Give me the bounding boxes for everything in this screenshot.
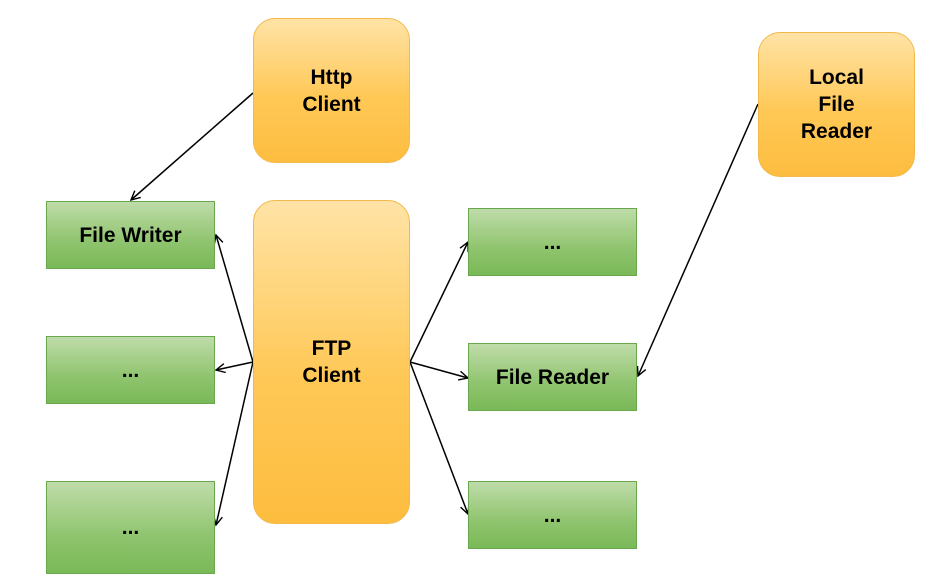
local-file-reader-label: Local File Reader xyxy=(800,66,873,143)
edge-ftp-client-to-left-mid xyxy=(214,361,254,374)
right-bottom-label: ... xyxy=(543,503,562,527)
http-client-node[interactable]: Http Client xyxy=(253,18,410,163)
edge-ftp-client-to-right-top xyxy=(409,240,469,363)
ftp-client-node[interactable]: FTP Client xyxy=(253,200,410,524)
ftp-client-label: FTP Client xyxy=(302,337,361,387)
file-reader-label: File Reader xyxy=(495,365,610,389)
file-writer-node[interactable]: File Writer xyxy=(46,201,215,269)
file-reader-node[interactable]: File Reader xyxy=(468,343,637,411)
edge-local-file-reader-to-file-reader xyxy=(636,103,759,378)
left-bottom-node[interactable]: ... xyxy=(46,481,215,574)
right-bottom-node[interactable]: ... xyxy=(468,481,637,549)
edge-ftp-client-to-left-bottom xyxy=(212,361,254,527)
file-writer-label: File Writer xyxy=(79,223,182,247)
edge-ftp-client-to-file-writer xyxy=(213,233,254,363)
right-top-node[interactable]: ... xyxy=(468,208,637,276)
edge-ftp-client-to-file-reader xyxy=(409,361,470,381)
local-file-reader-node[interactable]: Local File Reader xyxy=(758,32,915,177)
right-top-label: ... xyxy=(543,230,562,254)
edge-ftp-client-to-right-bottom xyxy=(409,361,470,516)
left-mid-label: ... xyxy=(121,358,140,382)
edge-http-client-to-file-writer xyxy=(129,92,254,202)
http-client-label: Http Client xyxy=(302,65,361,116)
left-bottom-label: ... xyxy=(121,516,140,539)
left-mid-node[interactable]: ... xyxy=(46,336,215,404)
